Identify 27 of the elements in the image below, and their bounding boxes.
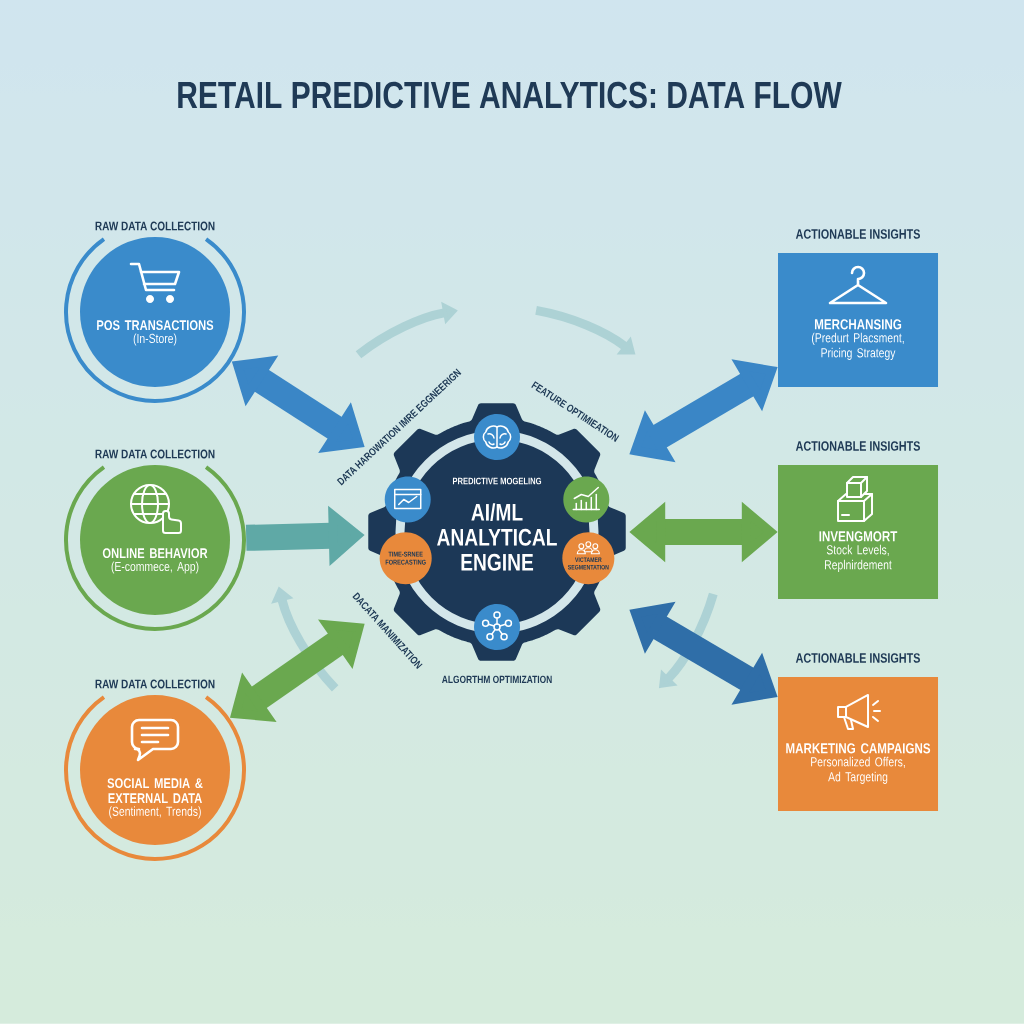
insight-title: MERCHANSING <box>814 319 902 330</box>
insight-title: MARKETING CAMPAIGNS <box>786 743 931 754</box>
source-title: ONLINE BEHAVIOR <box>102 548 208 559</box>
engine-title: AI/ML ANALYTICAL ENGINE <box>437 503 557 571</box>
source-detail: (Sentiment, Trends) <box>109 806 201 819</box>
source-title: SOCIAL MEDIA & EXTERNAL DATA <box>107 778 203 803</box>
insight-detail: Stock Levels, Replnirdement <box>825 544 892 572</box>
insight-title: INVENGMORT <box>819 531 898 542</box>
icon-circle <box>563 476 610 523</box>
icon-circle <box>384 476 431 523</box>
engine-caption: PREDICTIVE MOGELING <box>452 477 542 485</box>
section-heading: RAW DATA COLLECTION <box>95 449 215 459</box>
insight-detail: (Predurt Placsment, Pricing Strategy <box>812 332 904 360</box>
section-heading: ACTIONABLE INSIGHTS <box>795 653 920 663</box>
step-circle <box>562 532 615 585</box>
section-heading: ACTIONABLE INSIGHTS <box>795 441 920 451</box>
section-heading: RAW DATA COLLECTION <box>95 221 215 231</box>
title: RETAIL PREDICTIVE ANALYTICS: DATA FLOW <box>178 81 842 109</box>
section-heading: ACTIONABLE INSIGHTS <box>795 229 920 239</box>
source-detail: (In-Store) <box>133 333 177 346</box>
curved-label: ALGORTHM OPTIMIZATION <box>442 675 552 684</box>
source-detail: (E-commece, App) <box>111 561 199 574</box>
icon-circle <box>474 604 520 650</box>
section-heading: RAW DATA COLLECTION <box>95 679 215 689</box>
insight-detail: Personalized Offers, Ad Targeting <box>811 756 905 784</box>
icon-circle <box>474 414 520 460</box>
source-title: POS TRANSACTIONS <box>97 320 214 331</box>
